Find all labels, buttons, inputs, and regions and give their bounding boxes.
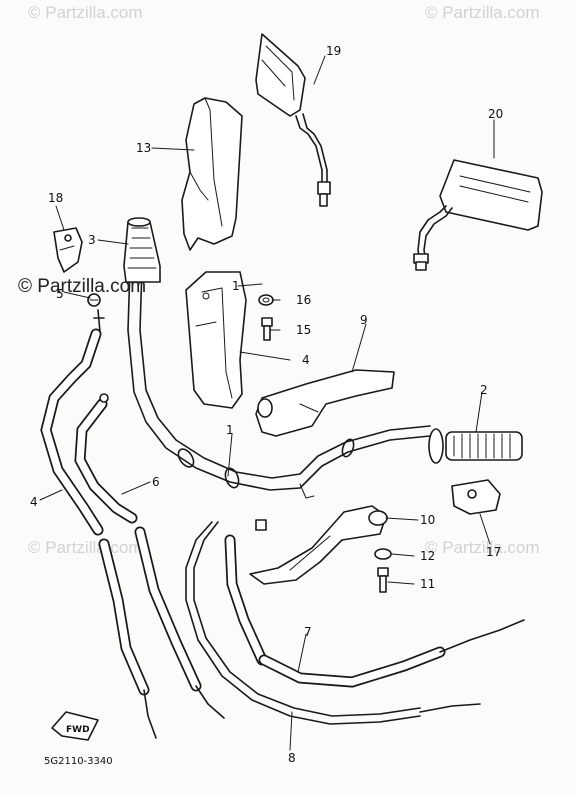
- right-grip[interactable]: [428, 428, 523, 464]
- clutch-lever[interactable]: [249, 505, 388, 585]
- cable-6[interactable]: [74, 393, 138, 524]
- watermark-top-right: © Partzilla.com: [425, 3, 540, 22]
- watermark-center: © Partzilla.com: [18, 276, 146, 297]
- forward-arrow-label: FWD: [66, 725, 90, 735]
- forward-arrow: FWD: [51, 711, 99, 741]
- callout-13[interactable]: 13: [136, 141, 151, 155]
- callout-4[interactable]: 4: [30, 495, 38, 509]
- callout-12[interactable]: 12: [420, 549, 435, 563]
- callout-15[interactable]: 15: [296, 323, 311, 337]
- mirror-right[interactable]: [413, 159, 543, 271]
- callout-16[interactable]: 16: [296, 293, 311, 307]
- throttle-grip[interactable]: [123, 217, 161, 283]
- cable-lower-left[interactable]: [98, 538, 157, 739]
- nut-12[interactable]: [374, 548, 392, 560]
- callout-8[interactable]: 8: [288, 751, 296, 765]
- cable-8[interactable]: [185, 521, 481, 725]
- callout-6[interactable]: 6: [152, 475, 160, 489]
- leader-lines: [39, 55, 495, 751]
- callout-3[interactable]: 3: [88, 233, 96, 247]
- lever-holder-left[interactable]: [53, 227, 83, 273]
- switch-housing[interactable]: [185, 271, 247, 409]
- watermark-top-left: © Partzilla.com: [28, 3, 143, 22]
- callout-20[interactable]: 20: [488, 107, 503, 121]
- right-switch-cover[interactable]: [255, 369, 395, 437]
- cable-4[interactable]: [40, 309, 105, 536]
- drawing-code: 5G2110-3340: [44, 756, 113, 767]
- callout-2[interactable]: 2: [480, 383, 488, 397]
- callout-labels: 19 20 13 18 3 1 16 15 4 5 9 2 1 4 6 10 1…: [30, 44, 503, 765]
- callout-1[interactable]: 1: [226, 423, 234, 437]
- switch-cover[interactable]: [181, 97, 243, 251]
- bolt-15[interactable]: [261, 317, 273, 341]
- mirror-left[interactable]: [255, 33, 331, 207]
- watermark-mid-right: © Partzilla.com: [425, 538, 540, 557]
- callout-1b[interactable]: 1: [232, 279, 240, 293]
- washer-16[interactable]: [258, 294, 274, 306]
- callout-5[interactable]: 5: [56, 287, 64, 301]
- callout-11[interactable]: 11: [420, 577, 435, 591]
- callout-7[interactable]: 7: [304, 625, 312, 639]
- callout-17[interactable]: 17: [486, 545, 501, 559]
- bolt-11[interactable]: [377, 567, 389, 593]
- callout-9[interactable]: 9: [360, 313, 368, 327]
- lever-holder-right[interactable]: [451, 479, 501, 515]
- callout-19[interactable]: 19: [326, 44, 341, 58]
- screw-5[interactable]: [87, 293, 101, 307]
- cable-lower-middle[interactable]: [134, 526, 225, 719]
- cable-7[interactable]: [224, 519, 525, 688]
- watermark-mid-left: © Partzilla.com: [28, 538, 143, 557]
- callout-18[interactable]: 18: [48, 191, 63, 205]
- callout-4b[interactable]: 4: [302, 353, 310, 367]
- callout-10[interactable]: 10: [420, 513, 435, 527]
